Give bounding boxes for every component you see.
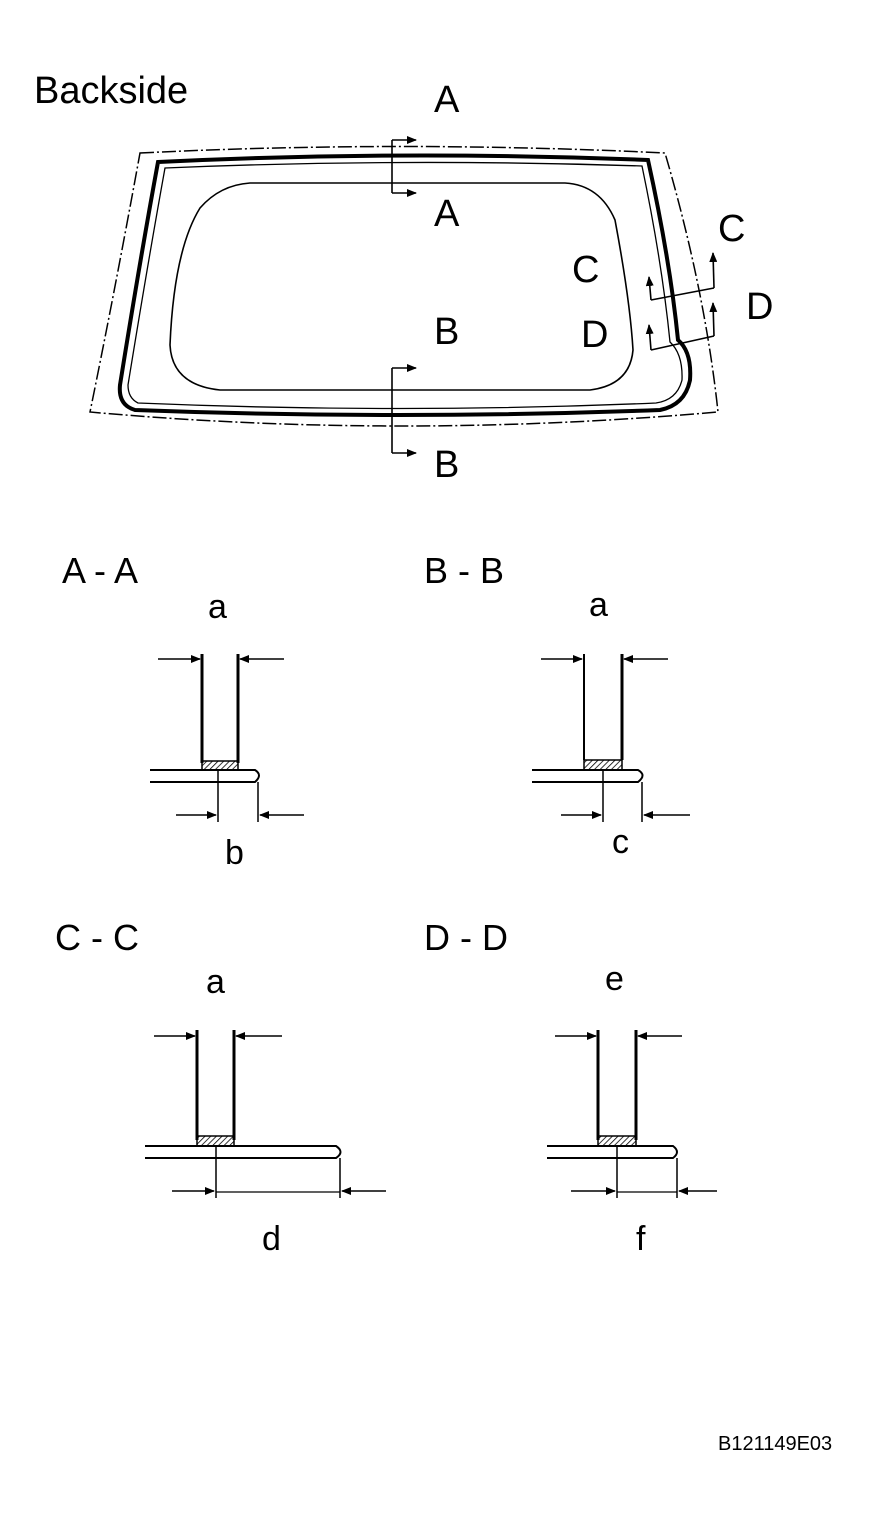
marker-c-inner: C bbox=[572, 249, 600, 291]
section-a-top-dim: a bbox=[208, 588, 227, 626]
adhesive-bead-inner bbox=[127, 161, 683, 410]
marker-b-top: B bbox=[434, 311, 460, 353]
section-b-title: B - B bbox=[424, 550, 505, 591]
section-a-title: A - A bbox=[62, 550, 139, 591]
marker-c-outer: C bbox=[718, 208, 746, 250]
section-c-bottom-dim: d bbox=[262, 1220, 281, 1258]
section-d-title: D - D bbox=[424, 917, 508, 958]
section-c-top-dim: a bbox=[206, 963, 225, 1001]
marker-d-inner: D bbox=[581, 314, 609, 356]
marker-a-top: A bbox=[434, 79, 460, 121]
section-line-d bbox=[645, 302, 718, 351]
figure-code: B121149E03 bbox=[718, 1433, 833, 1455]
section-d-bottom-dim: f bbox=[636, 1220, 646, 1258]
section-a-drawing bbox=[150, 654, 304, 822]
section-d-top-dim: e bbox=[605, 960, 624, 998]
section-line-a bbox=[391, 136, 417, 197]
section-c-title: C - C bbox=[55, 917, 139, 958]
glass-outer-edge bbox=[89, 145, 719, 427]
adhesive-bead bbox=[117, 153, 693, 417]
section-c-drawing bbox=[145, 1030, 386, 1198]
marker-d-outer: D bbox=[746, 286, 774, 328]
section-b-bottom-dim: c bbox=[612, 823, 629, 861]
section-line-c bbox=[645, 252, 718, 301]
ceramic-border-inner bbox=[169, 182, 634, 391]
backside-label: Backside bbox=[34, 70, 189, 112]
section-a-bottom-dim: b bbox=[225, 834, 244, 872]
marker-a-bottom: A bbox=[434, 193, 460, 235]
section-line-b bbox=[391, 364, 417, 457]
back-window-overview bbox=[89, 145, 719, 427]
section-b-top-dim: a bbox=[589, 586, 608, 624]
section-b-drawing bbox=[532, 654, 690, 822]
marker-b-bottom: B bbox=[434, 444, 460, 486]
section-d-drawing bbox=[547, 1030, 717, 1198]
